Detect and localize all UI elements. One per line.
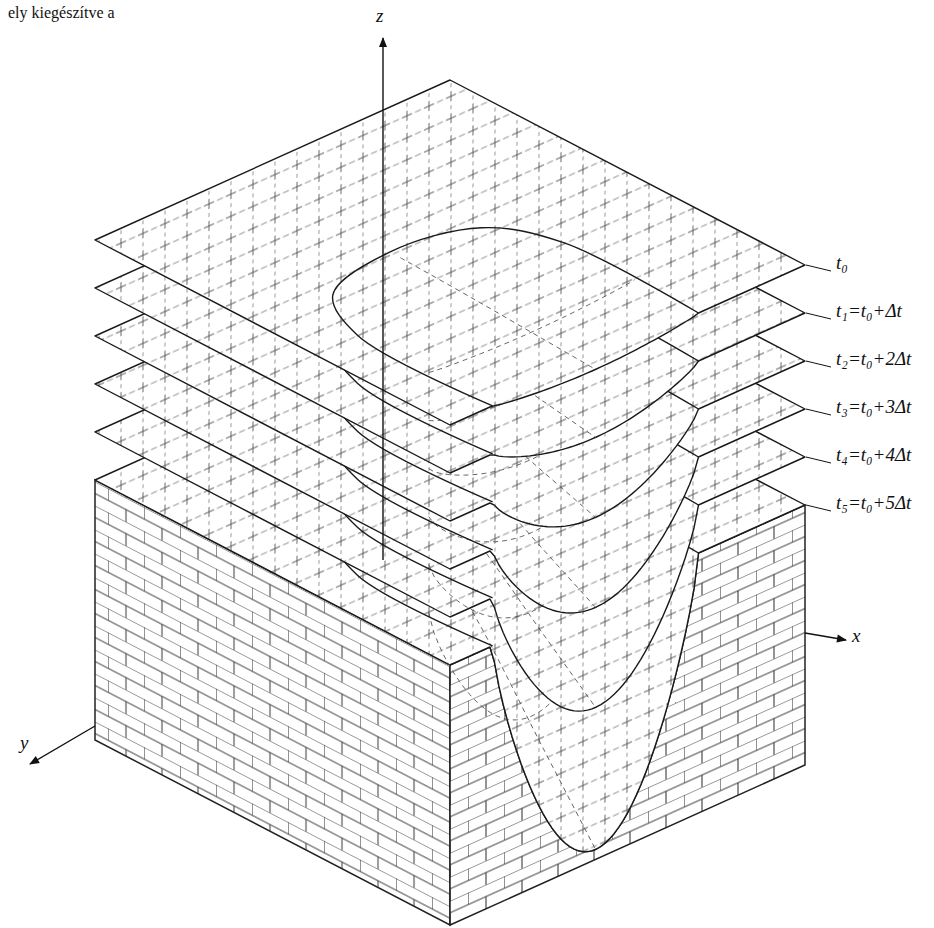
z-axis [382, 38, 383, 560]
leader-line [806, 409, 831, 415]
axes [30, 38, 846, 764]
surface-outline [95, 80, 805, 425]
axis-label: y [20, 733, 28, 754]
leader-line [806, 361, 831, 367]
x-axis [805, 633, 846, 640]
leader-line [806, 505, 831, 511]
axis-label: z [376, 6, 383, 27]
leader-line [806, 265, 831, 271]
leader-lines [806, 265, 831, 511]
trough-profile [429, 280, 635, 373]
time-label: t₅=t₀+5Δt [836, 493, 911, 514]
time-label: t₀ [836, 253, 848, 274]
time-label: t₁=t₀+Δt [836, 301, 902, 322]
time-label: t₃=t₀+3Δt [836, 397, 911, 418]
layer-stack [95, 80, 805, 925]
y-axis [30, 726, 95, 764]
surface-hatch [95, 80, 805, 425]
depression-rim [333, 228, 699, 406]
axis-label: x [852, 626, 860, 647]
surface-fill [95, 80, 805, 425]
time-label: t₄=t₀+4Δt [836, 445, 911, 466]
time-label: t₂=t₀+2Δt [836, 349, 911, 370]
text-fragment: ely kiegészítve a [8, 4, 115, 22]
leader-line [806, 457, 831, 463]
leader-line [806, 313, 831, 319]
valley-line [400, 258, 595, 370]
